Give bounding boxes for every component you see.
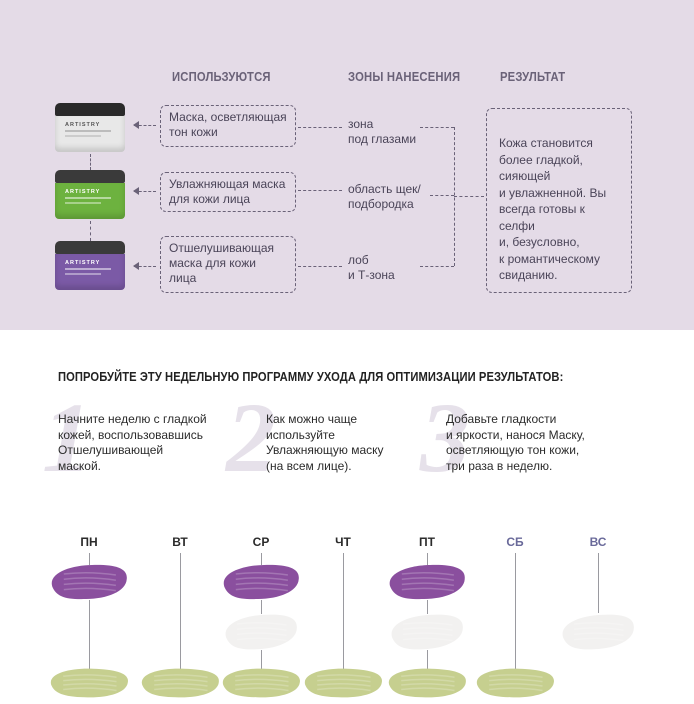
zone-forehead-t: лоб и Т-зона (348, 253, 395, 282)
purple-mask-swatch (223, 564, 299, 600)
purple-mask-swatch (51, 564, 127, 600)
jar-brand-label: ARTISTRY (65, 189, 101, 195)
connector-line (420, 127, 454, 128)
green-mask-swatch (50, 668, 128, 698)
day-label: ВС (589, 535, 607, 549)
program-headline: ПОПРОБУЙТЕ ЭТУ НЕДЕЛЬНУЮ ПРОГРАММУ УХОДА… (58, 369, 564, 384)
arrow-left-icon (133, 121, 139, 129)
schedule-connector (515, 553, 516, 670)
arrow-left-icon (133, 187, 139, 195)
white-mask-swatch (391, 614, 463, 650)
zone-under-eyes: зона под глазами (348, 117, 417, 146)
schedule-connector (89, 553, 90, 565)
day-label: ПН (80, 535, 98, 549)
connector-line (298, 127, 342, 128)
schedule-connector (261, 600, 262, 614)
schedule-connector (427, 553, 428, 565)
connector-line (420, 266, 454, 267)
white-mask-swatch (562, 614, 634, 650)
schedule-connector (427, 650, 428, 670)
jar-brand-label: ARTISTRY (65, 122, 101, 128)
connector-line (298, 190, 342, 191)
jar-connector (90, 154, 91, 170)
jar-brand-label: ARTISTRY (65, 260, 101, 266)
day-label: СБ (506, 535, 524, 549)
connector-line (134, 191, 156, 192)
connector-line (134, 125, 156, 126)
day-label: СР (252, 535, 270, 549)
product-jar-exfoliating: ARTISTRY (55, 241, 125, 290)
result-box: Кожа становится более гладкой, сияющей и… (486, 108, 632, 293)
product-box-moisturizing: Увлажняющая маска для кожи лица (160, 172, 296, 212)
step-text-2: Как можно чаще используйте Увлажняющую м… (266, 412, 384, 473)
day-label: ПТ (419, 535, 435, 549)
green-mask-swatch (476, 668, 554, 698)
connector-line (430, 195, 454, 196)
step-number-1: 1 (42, 382, 92, 493)
schedule-connector (89, 600, 90, 670)
schedule-connector (261, 650, 262, 670)
schedule-connector (261, 553, 262, 565)
connector-line (454, 196, 484, 197)
step-number-3: 3 (420, 382, 470, 493)
step-text-3: Добавьте гладкости и яркости, нанося Мас… (446, 412, 585, 473)
connector-line (298, 266, 342, 267)
schedule-connector (343, 553, 344, 670)
column-header-zones: ЗОНЫ НАНЕСЕНИЯ (348, 70, 461, 84)
arrow-left-icon (133, 262, 139, 270)
green-mask-swatch (388, 668, 466, 698)
column-header-result: РЕЗУЛЬТАТ (500, 70, 566, 84)
day-label: ЧТ (335, 535, 351, 549)
column-header-used: ИСПОЛЬЗУЮТСЯ (172, 70, 271, 84)
green-mask-swatch (222, 668, 300, 698)
white-mask-swatch (225, 614, 297, 650)
step-text-1: Начните неделю с гладкой кожей, воспольз… (58, 412, 207, 473)
green-mask-swatch (141, 668, 219, 698)
zone-cheeks-chin: область щек/ подбородка (348, 182, 421, 211)
jar-connector (90, 221, 91, 241)
schedule-connector (180, 553, 181, 670)
product-box-exfoliating: Отшелушивающая маска для кожи лица (160, 236, 296, 293)
green-mask-swatch (304, 668, 382, 698)
connector-line (134, 266, 156, 267)
day-label: ВТ (172, 535, 188, 549)
schedule-connector (427, 600, 428, 614)
step-number-2: 2 (226, 382, 276, 493)
product-jar-brightening: ARTISTRY (55, 103, 125, 152)
purple-mask-swatch (389, 564, 465, 600)
schedule-connector (598, 553, 599, 613)
product-box-brightening: Маска, осветляющая тон кожи (160, 105, 296, 147)
product-jar-moisturizing: ARTISTRY (55, 170, 125, 219)
